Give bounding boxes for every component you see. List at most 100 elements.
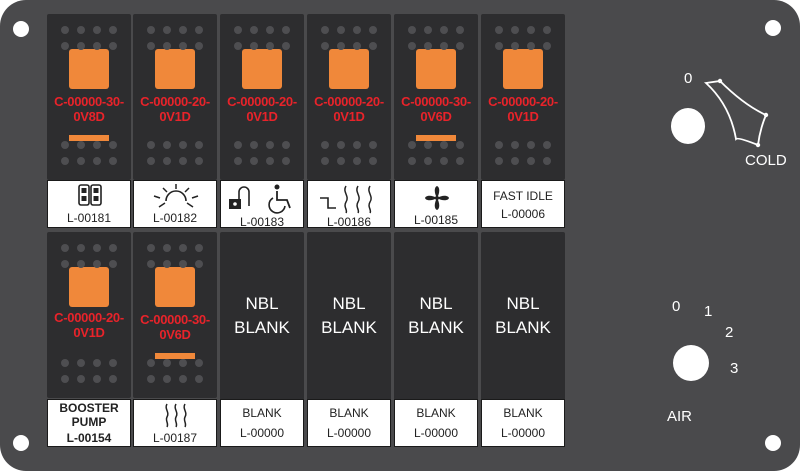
- housing-dot: [511, 141, 519, 149]
- mounting-hole-bottom-left: [13, 435, 29, 451]
- rocker-button[interactable]: [155, 49, 195, 89]
- housing-dot: [163, 157, 171, 165]
- housing-dot: [250, 141, 258, 149]
- air-knob[interactable]: [673, 345, 709, 381]
- label-code: L-00182: [152, 211, 198, 225]
- rocker-button[interactable]: [416, 49, 456, 89]
- indicator-bar: [155, 353, 195, 359]
- label-title: BLANK: [503, 406, 543, 420]
- label-title: BLANK: [329, 406, 369, 420]
- part-number: C-00000-20-0V1D: [314, 94, 384, 124]
- rocker-switch-3[interactable]: C-00000-20-0V1D: [220, 14, 304, 180]
- housing-dot: [61, 359, 69, 367]
- rocker-button[interactable]: [69, 49, 109, 89]
- housing-dot: [321, 26, 329, 34]
- housing-dot: [61, 42, 69, 50]
- blank-label-4: BLANK L-00000: [481, 399, 565, 447]
- housing-dot: [440, 141, 448, 149]
- housing-dot: [250, 42, 258, 50]
- housing-dot: [61, 157, 69, 165]
- housing-dot: [195, 42, 203, 50]
- housing-dot: [195, 375, 203, 383]
- housing-dot: [353, 42, 361, 50]
- rocker-switch-1[interactable]: C-00000-30-0V8D: [47, 14, 131, 180]
- housing-dot: [527, 157, 535, 165]
- label-code: L-00154: [66, 431, 112, 445]
- housing-dot: [369, 26, 377, 34]
- housing-dot: [511, 26, 519, 34]
- light-rays-icon: [153, 184, 199, 208]
- housing-dot: [424, 26, 432, 34]
- housing-dot: [109, 157, 117, 165]
- housing-dot: [282, 141, 290, 149]
- indicator-bar: [416, 135, 456, 141]
- housing-dot: [353, 141, 361, 149]
- rocker-switch-6[interactable]: C-00000-20-0V1D: [481, 14, 565, 180]
- rocker-button[interactable]: [69, 267, 109, 307]
- air-position-2: 2: [725, 324, 734, 341]
- air-position-3: 3: [730, 360, 739, 377]
- rocker-button[interactable]: [329, 49, 369, 89]
- housing-dot: [408, 157, 416, 165]
- housing-dot: [163, 359, 171, 367]
- housing-dot: [543, 157, 551, 165]
- housing-dot: [337, 42, 345, 50]
- housing-dot: [266, 141, 274, 149]
- blank-label-1: BLANK L-00000: [220, 399, 304, 447]
- rocker-button[interactable]: [155, 267, 195, 307]
- housing-dot: [179, 157, 187, 165]
- rocker-button[interactable]: [242, 49, 282, 89]
- mounting-hole-top-left: [13, 21, 29, 37]
- housing-dot: [495, 42, 503, 50]
- housing-dot: [495, 141, 503, 149]
- temperature-scale-icon: [703, 78, 769, 148]
- rocker-switch-5[interactable]: C-00000-30-0V6D: [394, 14, 478, 180]
- housing-dot: [543, 141, 551, 149]
- part-number: C-00000-30-0V8D: [54, 94, 124, 124]
- housing-dot: [195, 244, 203, 252]
- rocker-switch-2[interactable]: C-00000-20-0V1D: [133, 14, 217, 180]
- step-heat-icon: [320, 185, 372, 214]
- dual-seat-icon: [78, 184, 102, 206]
- switch-label-8: L-00187: [133, 399, 217, 447]
- housing-dot: [77, 157, 85, 165]
- housing-dot: [179, 26, 187, 34]
- switch-label-2: L-00182: [133, 180, 217, 228]
- housing-dot: [163, 26, 171, 34]
- housing-dot: [147, 26, 155, 34]
- rocker-switch-8[interactable]: C-00000-30-0V6D: [133, 232, 217, 398]
- housing-dot: [337, 26, 345, 34]
- housing-dot: [109, 26, 117, 34]
- housing-dot: [195, 26, 203, 34]
- switch-label-6: FAST IDLE L-00006: [481, 180, 565, 228]
- rocker-button[interactable]: [503, 49, 543, 89]
- housing-dot: [353, 26, 361, 34]
- housing-dot: [250, 157, 258, 165]
- part-number: C-00000-20-0V1D: [140, 94, 210, 124]
- rocker-switch-4[interactable]: C-00000-20-0V1D: [307, 14, 391, 180]
- housing-dot: [93, 359, 101, 367]
- housing-dot: [93, 244, 101, 252]
- housing-dot: [282, 42, 290, 50]
- part-number: C-00000-20-0V1D: [488, 94, 558, 124]
- housing-dot: [527, 141, 535, 149]
- housing-dot: [440, 157, 448, 165]
- housing-dot: [250, 26, 258, 34]
- mounting-hole-top-right: [765, 20, 781, 36]
- housing-dot: [511, 157, 519, 165]
- switch-label-1: L-00181: [47, 180, 131, 228]
- temperature-knob[interactable]: [671, 108, 705, 144]
- air-label: AIR: [667, 408, 693, 425]
- housing-dot: [109, 260, 117, 268]
- housing-dot: [61, 375, 69, 383]
- rocker-switch-7[interactable]: C-00000-20-0V1D: [47, 232, 131, 398]
- housing-dot: [179, 244, 187, 252]
